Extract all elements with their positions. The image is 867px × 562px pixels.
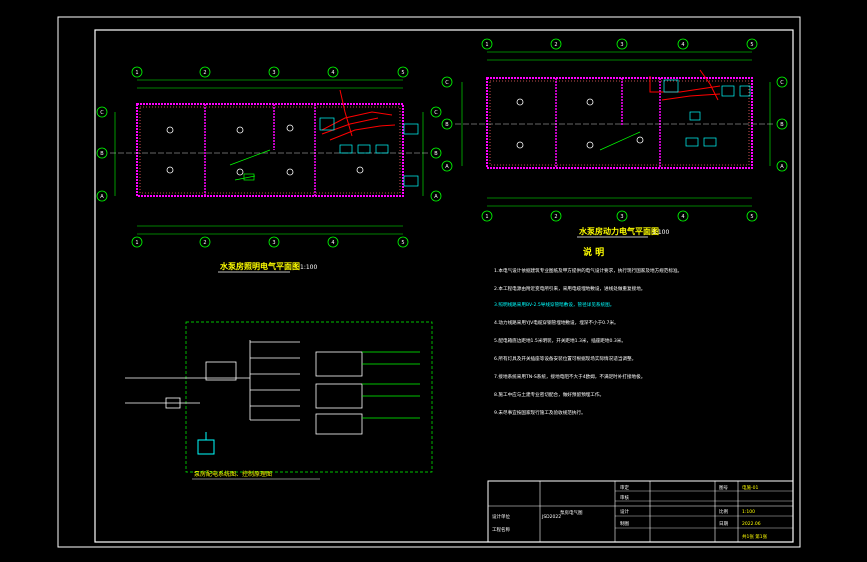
svg-text:A: A xyxy=(445,164,449,170)
svg-text:5: 5 xyxy=(750,214,753,220)
svg-text:5: 5 xyxy=(401,240,404,246)
note-line: 1.本电气设计依据建筑专业图纸及甲方提供的电气设计要求，执行现行国家及地方规范标… xyxy=(494,267,682,274)
svg-text:C: C xyxy=(780,80,784,86)
svg-text:A: A xyxy=(780,164,784,170)
svg-text:4: 4 xyxy=(331,240,334,246)
svg-text:4: 4 xyxy=(681,214,684,220)
svg-text:1: 1 xyxy=(485,42,488,48)
svg-text:B: B xyxy=(100,151,104,157)
svg-text:3: 3 xyxy=(620,214,623,220)
tb-label-draw: 制图 xyxy=(620,520,629,527)
tb-value-sheet: 共1张 第1张 xyxy=(742,533,768,540)
svg-text:B: B xyxy=(780,122,784,128)
svg-text:3: 3 xyxy=(620,42,623,48)
svg-text:2: 2 xyxy=(203,70,206,76)
svg-text:2: 2 xyxy=(203,240,206,246)
design-notes: 说 明 1.本电气设计依据建筑专业图纸及甲方提供的电气设计要求，执行现行国家及地… xyxy=(494,246,682,416)
svg-text:C: C xyxy=(434,110,438,116)
note-line: 4.动力线路采用YJV电缆穿钢管埋地敷设，埋深不小于0.7米。 xyxy=(494,319,619,326)
sheet-outer-border xyxy=(57,16,801,548)
note-line: 8.施工中应与土建专业密切配合，做好预留预埋工作。 xyxy=(494,391,604,398)
svg-text:4: 4 xyxy=(681,42,684,48)
note-line: 2.本工程电源由附近变电所引来，采用电缆埋地敷设，进线处做重复接地。 xyxy=(494,285,645,292)
svg-text:2: 2 xyxy=(554,214,557,220)
tb-value-date: 2022.06 xyxy=(742,521,761,527)
tb-project-name: 工程名称 xyxy=(492,526,510,533)
tb-value-scale: 1:100 xyxy=(742,509,755,515)
note-line: 6.所有灯具及开关插座等设备安装位置可根据现场实际情况适当调整。 xyxy=(494,355,636,362)
tb-label-check: 审核 xyxy=(620,494,629,501)
svg-text:3: 3 xyxy=(272,70,275,76)
svg-text:4: 4 xyxy=(331,70,334,76)
svg-text:1: 1 xyxy=(135,240,138,246)
left-plan-scale: 1:100 xyxy=(300,264,317,271)
right-plan-title: 水泵房动力电气平面图 xyxy=(578,226,659,236)
svg-text:A: A xyxy=(434,194,438,200)
sheet-inner-border xyxy=(94,29,794,543)
tb-label-approve: 审定 xyxy=(620,484,629,491)
svg-text:5: 5 xyxy=(750,42,753,48)
right-plan-scale: 1:100 xyxy=(652,229,669,236)
tb-design-unit: 设计单位 xyxy=(492,513,510,520)
tb-value-no: 电施-01 xyxy=(742,484,758,491)
tb-label-no: 图号 xyxy=(719,485,728,491)
left-plan-title: 水泵房照明电气平面图 xyxy=(219,261,300,271)
svg-text:2: 2 xyxy=(554,42,557,48)
system-diagram: 泵房配电系统图、控制原理图 xyxy=(125,321,433,480)
svg-text:C: C xyxy=(445,80,449,86)
right-floor-plan: 1 2 3 4 5 1 2 3 4 5 C B A C B A xyxy=(441,38,788,238)
title-block: 设计单位 工程名称 JSD2022 泵房电气图 审定 审核 设计 制图 图号 比… xyxy=(487,480,794,543)
left-floor-plan: 1 2 3 4 5 1 2 3 4 5 C B A C B A xyxy=(96,66,442,273)
note-line: 7.接地系统采用TN-S系统，接地电阻不大于4欧姆，不满足时补打接地极。 xyxy=(494,373,645,380)
svg-text:5: 5 xyxy=(401,70,404,76)
svg-text:A: A xyxy=(100,194,104,200)
tb-drawing-name: 泵房电气图 xyxy=(560,509,583,516)
svg-text:1: 1 xyxy=(485,214,488,220)
note-line: 5.配电箱底边距地1.5米明装，开关距地1.3米，插座距地0.3米。 xyxy=(494,337,626,344)
svg-text:B: B xyxy=(434,151,438,157)
svg-text:C: C xyxy=(100,110,104,116)
svg-text:1: 1 xyxy=(135,70,138,76)
svg-text:B: B xyxy=(445,122,449,128)
svg-text:3: 3 xyxy=(272,240,275,246)
notes-title: 说 明 xyxy=(583,246,604,258)
tb-label-design: 设计 xyxy=(620,508,629,515)
note-line: 3.照明线路采用BV-2.5导线穿管暗敷设，管径详见系统图。 xyxy=(494,301,614,308)
system-caption: 泵房配电系统图、控制原理图 xyxy=(194,470,272,478)
note-line: 9.未尽事宜按国家现行施工及验收规范执行。 xyxy=(494,409,586,416)
tb-label-date: 日期 xyxy=(719,521,728,527)
tb-label-scale: 比例 xyxy=(719,508,728,515)
tb-project-code: JSD2022 xyxy=(541,514,561,520)
